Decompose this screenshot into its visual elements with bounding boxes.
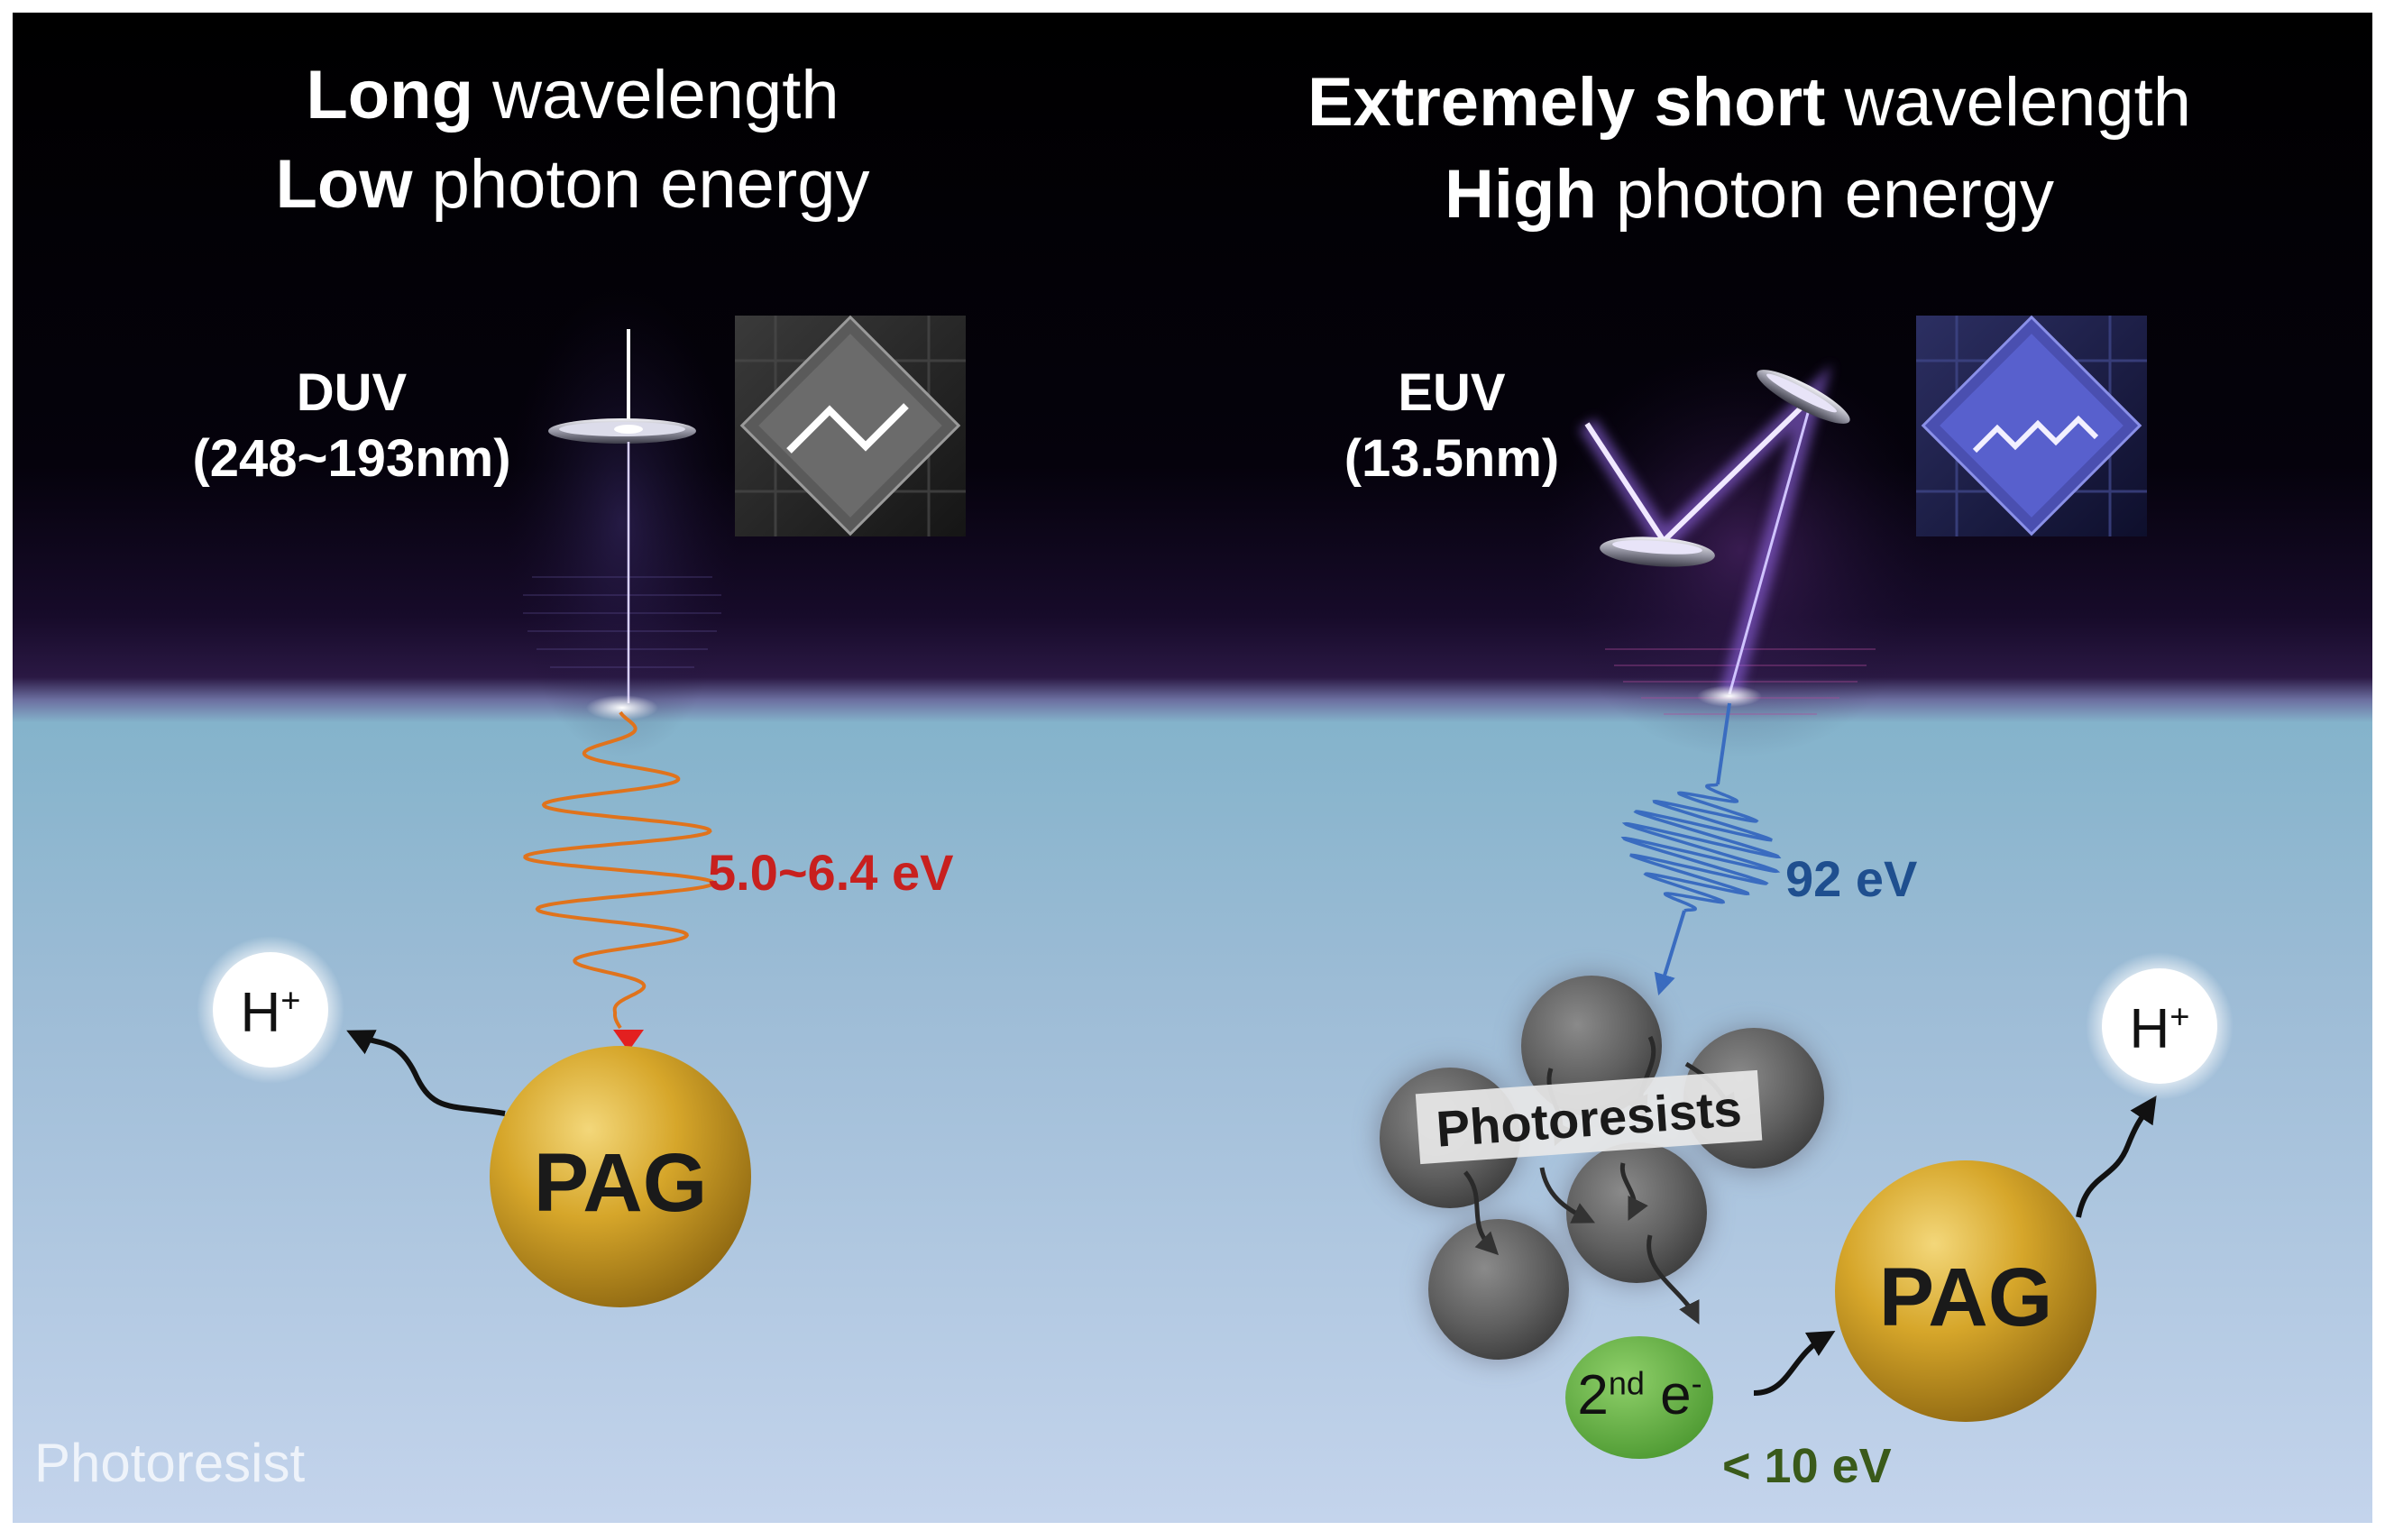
left-hplus-label: H+	[198, 981, 343, 1045]
right-hplus-label: H+	[2087, 997, 2232, 1061]
right-pag-label: PAG	[1878, 1251, 2053, 1343]
left-title-line-2: Low photon energy	[0, 151, 1145, 219]
duv-focus-spot	[586, 695, 658, 720]
duv-wave-arrowhead	[613, 1030, 644, 1051]
euv-source-name: EUV	[1398, 363, 1506, 422]
electron-charge: -	[1691, 1364, 1702, 1402]
euv-photon-energy: 92 eV	[1785, 850, 1918, 907]
duv-mirror-icon	[548, 418, 696, 444]
right-title-bold-1: Extremely short	[1307, 64, 1826, 141]
electron-symbol: e	[1660, 1364, 1692, 1426]
left-title-bold-1: Long	[306, 57, 474, 133]
duv-chip-icon	[735, 315, 966, 536]
euv-source-label: EUV (13.5nm)	[1316, 361, 1587, 491]
photoresists-label-box	[1415, 1069, 1763, 1165]
electron-to-pag-arrow	[1753, 1331, 1836, 1396]
euv-mirror-icon	[1600, 370, 1850, 567]
electron-ordinal: nd	[1608, 1364, 1645, 1402]
euv-source-range: (13.5nm)	[1344, 428, 1560, 488]
left-release-arrow	[346, 1030, 506, 1116]
duv-beam-halo	[505, 289, 739, 757]
left-title-bold-2: Low	[275, 146, 413, 223]
left-title-line-1: Long wavelength	[0, 61, 1145, 130]
left-pag-molecule	[490, 1046, 751, 1307]
secondary-electron-icon	[1565, 1336, 1713, 1459]
euv-chip-icon	[1916, 315, 2147, 536]
left-title-rest-2: photon energy	[431, 146, 870, 223]
right-release-arrow	[2076, 1095, 2157, 1218]
right-pag-molecule	[1835, 1160, 2096, 1422]
electron-energy: < 10 eV	[1722, 1439, 1892, 1493]
left-hplus-symbol: H	[240, 982, 281, 1044]
right-title-rest-2: photon energy	[1616, 156, 2054, 233]
electron-base: 2	[1577, 1364, 1609, 1426]
photoresist-layer-label: Photoresist	[34, 1433, 306, 1493]
left-title-rest-1: wavelength	[492, 57, 839, 133]
duv-source-range: (248~193nm)	[192, 428, 511, 488]
left-pag-label: PAG	[533, 1137, 708, 1229]
duv-source-label: DUV (248~193nm)	[180, 361, 523, 491]
duv-halo-stripes	[523, 576, 721, 668]
left-hplus-charge: +	[280, 982, 301, 1021]
right-hplus-icon	[2086, 952, 2234, 1100]
euv-beam-halo	[1542, 343, 1939, 757]
euv-wave-arrow	[1654, 910, 1686, 996]
secondary-electron-label: 2nd e-	[1565, 1363, 1714, 1427]
euv-photon-wave	[1620, 783, 1782, 912]
right-hplus-symbol: H	[2129, 998, 2170, 1060]
right-title-line-1: Extremely short wavelength	[1226, 69, 2272, 137]
euv-beam-tail	[1716, 702, 1731, 785]
euv-focus-spot	[1697, 685, 1762, 707]
right-title-line-2: High photon energy	[1226, 160, 2272, 229]
duv-photon-energy: 5.0~6.4 eV	[708, 844, 954, 901]
duv-photon-wave	[523, 710, 716, 1030]
right-title-rest-1: wavelength	[1844, 64, 2192, 141]
duv-source-name: DUV	[296, 363, 408, 422]
left-hplus-icon	[197, 936, 344, 1084]
right-title-bold-2: High	[1445, 156, 1597, 233]
right-hplus-charge: +	[2169, 998, 2190, 1037]
